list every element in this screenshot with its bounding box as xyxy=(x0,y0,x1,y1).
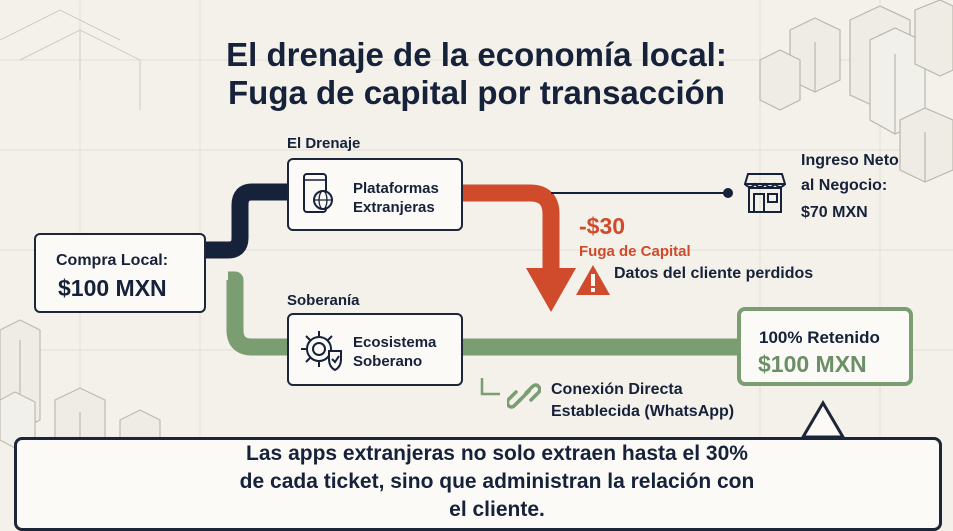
retained-label: 100% Retenido xyxy=(759,328,880,347)
summary-note: Las apps extranjeras no solo extraen has… xyxy=(14,437,942,531)
source-label: Compra Local: xyxy=(56,252,169,269)
foreign-platforms-label-2: Extranjeras xyxy=(353,199,435,216)
connector-source-to-drain xyxy=(205,183,288,259)
store-icon xyxy=(743,170,787,219)
drain-flow-arrow-body xyxy=(462,184,560,270)
phone-globe-icon xyxy=(301,172,335,221)
city-sketch-top-left xyxy=(0,9,141,110)
connector-end-dot xyxy=(723,188,733,198)
sovereign-node-label-2: Soberano xyxy=(353,353,423,370)
title-line-1: El drenaje de la economía local: xyxy=(226,36,727,73)
warning-text: Datos del cliente perdidos xyxy=(614,265,814,282)
sovereign-section-label: Soberanía xyxy=(287,292,360,309)
drain-flow-arrowhead xyxy=(526,268,576,312)
net-income-amount: $70 MXN xyxy=(801,204,868,221)
city-sketch-top-right xyxy=(759,0,953,183)
retained-amount: $100 MXN xyxy=(758,351,867,377)
summary-note-line-2: de cada ticket, sino que administran la … xyxy=(239,470,755,493)
capital-loss-label: Fuga de Capital xyxy=(579,243,691,260)
summary-note-text: Las apps extranjeras no solo extraen has… xyxy=(167,440,827,524)
foreign-platforms-node: Plataformas Extranjeras xyxy=(287,158,463,231)
summary-note-line-1: Las apps extranjeras no solo extraen has… xyxy=(246,442,748,465)
direct-link-label-1: Conexión Directa xyxy=(551,381,683,398)
warning-icon xyxy=(575,264,611,301)
connector-to-link xyxy=(480,378,500,396)
source-box: Compra Local: $100 MXN xyxy=(34,233,206,313)
page-title: El drenaje de la economía local: Fuga de… xyxy=(0,36,953,112)
source-amount: $100 MXN xyxy=(58,275,167,301)
direct-link-label-2: Establecida (WhatsApp) xyxy=(551,403,735,420)
sovereign-node-label-1: Ecosistema xyxy=(353,334,437,351)
retained-box: 100% Retenido $100 MXN xyxy=(737,307,913,386)
drain-section-label: El Drenaje xyxy=(287,135,361,152)
title-line-2: Fuga de capital por transacción xyxy=(228,74,725,111)
gear-shield-icon xyxy=(299,327,345,378)
net-income-label-2: al Negocio: xyxy=(801,177,888,194)
foreign-platforms-label-1: Plataformas xyxy=(353,180,439,197)
capital-loss-amount: -$30 xyxy=(579,213,626,239)
sovereign-ecosystem-node: Ecosistema Soberano xyxy=(287,313,463,386)
net-income-label-1: Ingreso Neto xyxy=(801,152,899,169)
summary-note-line-3: el cliente. xyxy=(449,498,545,521)
note-callout-pointer xyxy=(800,400,846,439)
connector-source-to-sovereign xyxy=(226,271,288,356)
link-icon xyxy=(505,381,542,416)
